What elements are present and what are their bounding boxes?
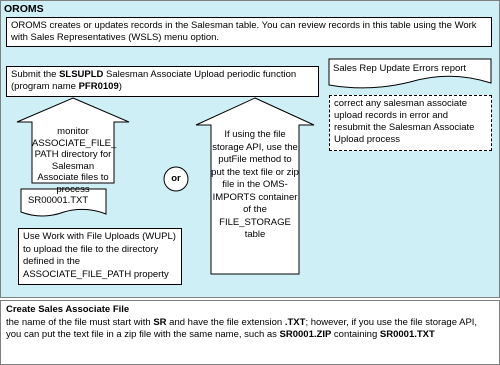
example-zip: SR0001.ZIP xyxy=(279,329,332,340)
monitor-text: monitor ASSOCIATE_FILE_ PATH directory f… xyxy=(32,126,117,195)
oroms-intro-text: OROMS creates or updates records in the … xyxy=(11,20,477,43)
extension-txt: .TXT xyxy=(284,316,306,328)
or-circle xyxy=(163,166,189,192)
create-text-1: the name of the file must start with xyxy=(6,316,154,328)
report-title: Sales Rep Update Errors report xyxy=(333,63,467,74)
create-file-panel: Create Sales Associate File the name of … xyxy=(0,300,500,365)
program-name: PFR0109 xyxy=(78,81,119,92)
prefix-sr: SR xyxy=(153,316,167,328)
submit-function-box: Submit the SLSUPLD Salesman Associate Up… xyxy=(6,66,319,97)
function-code: SLSUPLD xyxy=(59,69,104,80)
wupl-box: Use Work with File Uploads (WUPL) to upl… xyxy=(18,228,182,285)
submit-text-3: ) xyxy=(118,81,122,92)
or-label: or xyxy=(171,173,181,184)
create-text-4: containing xyxy=(331,329,380,340)
monitor-up-arrow xyxy=(16,97,130,184)
create-file-text: the name of the file must start with SR … xyxy=(6,317,494,342)
panel-title: OROMS xyxy=(4,3,44,15)
oroms-intro-box: OROMS creates or updates records in the … xyxy=(6,17,492,47)
create-file-title: Create Sales Associate File xyxy=(6,304,130,315)
submit-text-1: Submit the xyxy=(11,69,60,80)
report-document-shape xyxy=(328,58,492,89)
storage-up-arrow xyxy=(195,97,315,275)
example-txt: SR0001.TXT xyxy=(379,329,435,340)
storage-text: If using the file storage API, use the p… xyxy=(211,129,299,240)
submit-text-2: Salesman Associate Upload periodic funct… xyxy=(11,69,297,92)
correct-records-text: correct any salesman associate upload re… xyxy=(334,98,475,145)
correct-records-box: correct any salesman associate upload re… xyxy=(329,95,492,151)
diagram-shapes xyxy=(16,58,492,275)
create-text-2: and have the file extension xyxy=(166,316,285,328)
file-document-shape xyxy=(20,188,107,217)
file-name-label: SR00001.TXT xyxy=(28,195,89,206)
create-text-3: ; however, if you use the file storage A… xyxy=(6,316,478,341)
wupl-text: Use Work with File Uploads (WUPL) to upl… xyxy=(23,231,176,280)
